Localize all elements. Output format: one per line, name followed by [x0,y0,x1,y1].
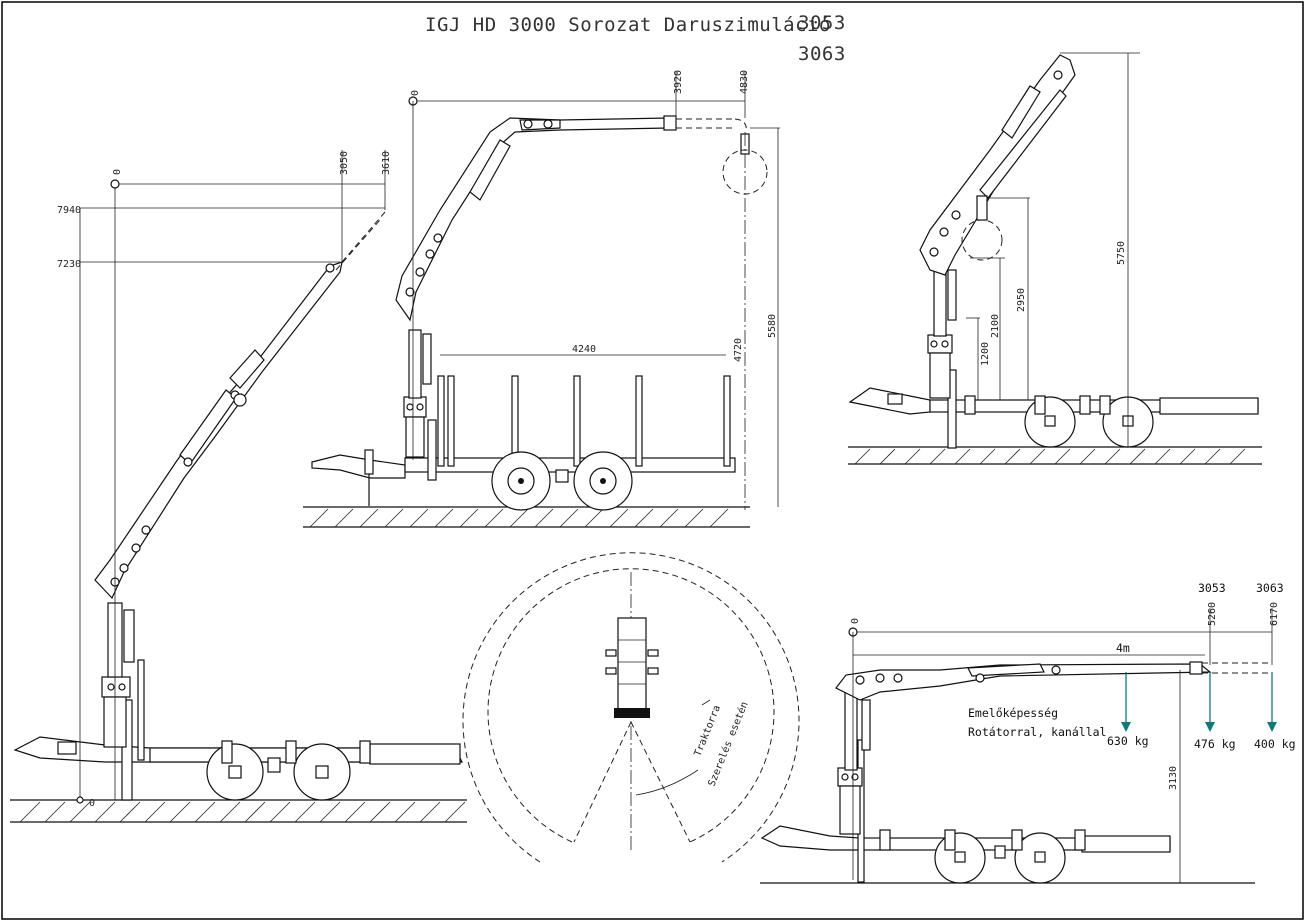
reach-label-3050: 3050 [339,151,350,175]
model-label-3053-bottom: 3053 [1198,581,1226,595]
drawing-title: IGJ HD 3000 Sorozat Daruszimuláció [425,14,831,36]
capacity-title-2: Rotátorral, kanállal [968,725,1106,739]
load-label-400: 400 kg [1254,737,1296,751]
height-label-5750: 5750 [1116,241,1127,265]
span-label-4240: 4240 [572,344,596,355]
base-label-0: 0 [89,798,95,809]
height-label-2100: 2100 [990,314,1001,338]
height-label-5580: 5580 [767,314,778,338]
height-label-4720: 4720 [733,338,744,362]
model-label-3063: 3063 [798,43,846,65]
reach-label-3920: 3920 [673,70,684,94]
model-label-3053: 3053 [798,12,846,34]
height-label-7940: 7940 [57,205,81,216]
view-left-raised-crane: 7940 7230 0 0 3050 3610 [10,150,467,823]
model-label-3063-bottom: 3063 [1256,581,1284,595]
origin-label-0: 0 [410,90,421,96]
view-bottom-right-capacity: 0 3053 3063 5260 6170 4m Emelőképesség R… [760,581,1296,884]
reach-label-5260: 5260 [1207,602,1218,626]
view-top-right-crane: 1200 2100 2950 5750 [848,52,1262,465]
view-bottom-middle-slewing: Traktorra Szerelés esetén [462,552,800,863]
reach-label-3610: 3610 [381,151,392,175]
origin-label-0: 0 [850,618,861,624]
height-label-2950: 2950 [1016,288,1027,312]
height-label-3130: 3130 [1168,766,1179,790]
height-label-7230: 7230 [57,259,81,270]
reach-label-4830: 4830 [739,70,750,94]
angle-label-traktorra: Traktorra [693,704,723,758]
load-label-630: 630 kg [1107,734,1149,748]
reach-label-6170: 6170 [1269,602,1280,626]
mid-label-4m: 4m [1116,641,1130,655]
view-top-middle-crane: 0 3920 4830 4240 4720 5580 [303,70,780,528]
height-label-1200: 1200 [980,342,991,366]
origin-label-0: 0 [112,169,123,175]
load-label-476: 476 kg [1194,737,1236,751]
capacity-title-1: Emelőképesség [968,706,1058,720]
